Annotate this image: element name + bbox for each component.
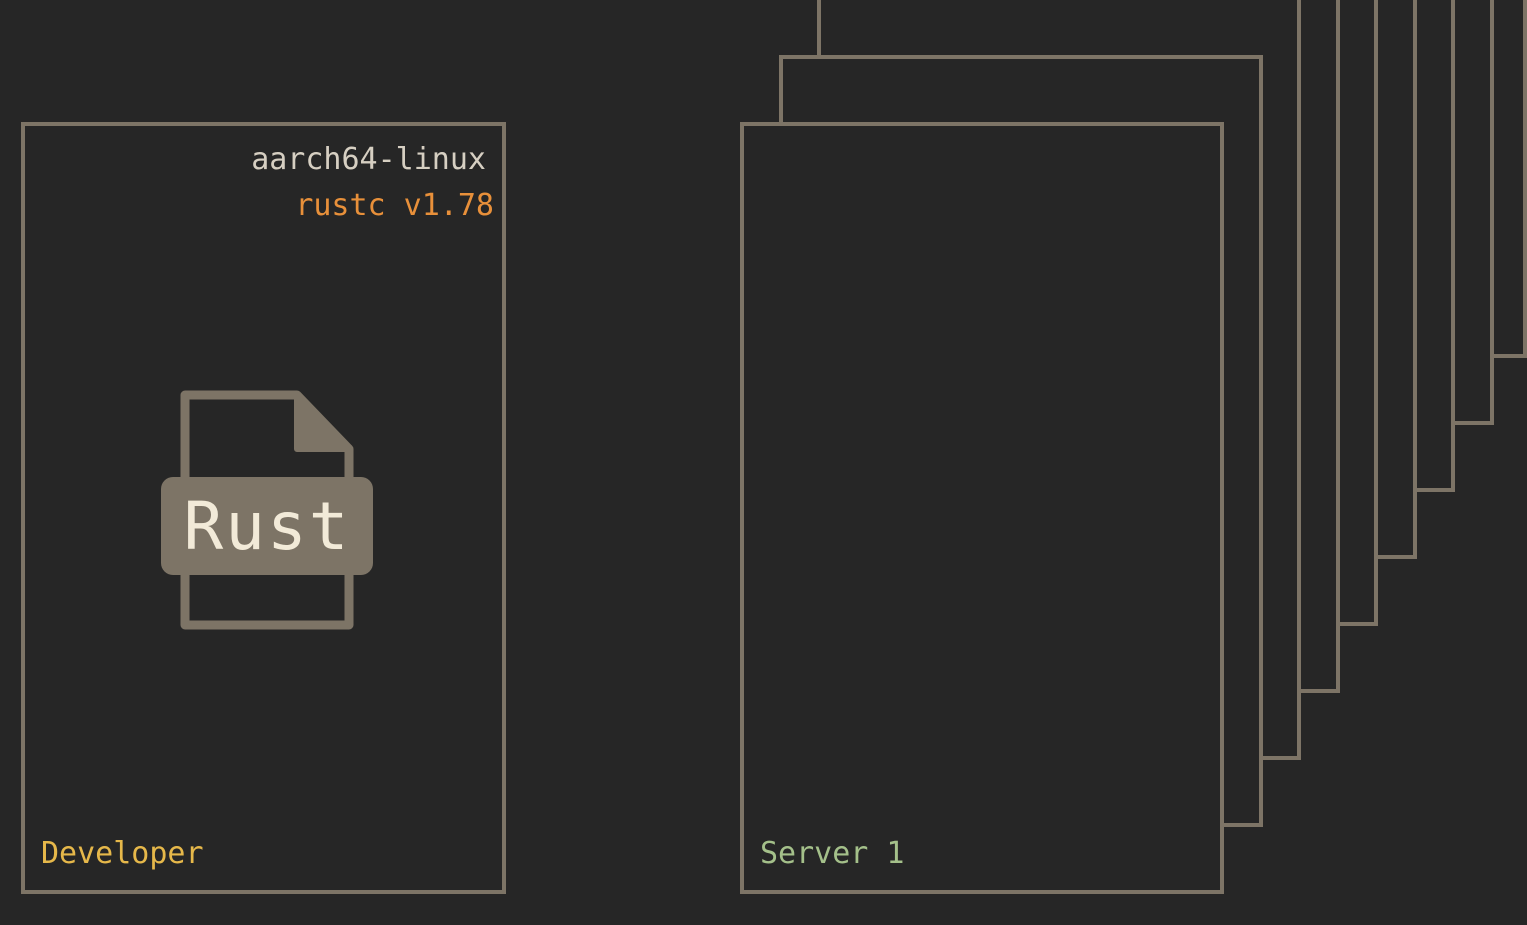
developer-arch-label: aarch64-linux [251,142,486,177]
developer-label: Developer [41,836,204,871]
rust-label-badge: Rust [161,477,373,575]
developer-rustc-version: rustc v1.78 [295,188,494,223]
rust-file-label: Rust [183,487,351,565]
server-box: Server 1 [740,122,1224,894]
rust-file-icon: Rust [157,389,377,639]
developer-machine-box: aarch64-linux rustc v1.78 Rust Developer [21,122,506,894]
server-label: Server 1 [760,836,905,871]
